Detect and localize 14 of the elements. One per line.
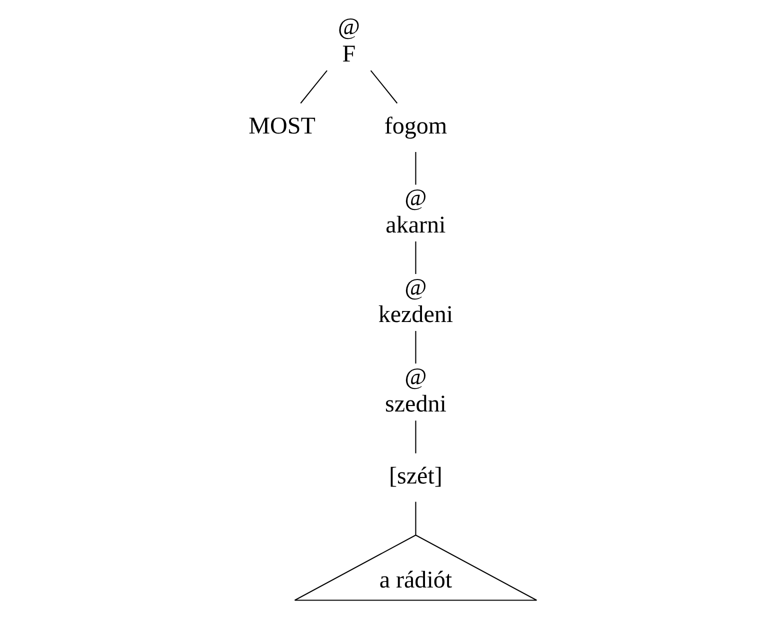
connector (415, 330, 416, 364)
connector (415, 241, 416, 274)
node-text: @ F (338, 14, 360, 68)
connector (300, 70, 328, 104)
connector (415, 152, 416, 185)
node-text: MOST (248, 113, 316, 140)
connector (415, 420, 416, 454)
node-text: @ akarni (386, 186, 446, 238)
connector (370, 70, 398, 104)
connector (415, 502, 416, 535)
node-text: @ szedni (384, 364, 446, 418)
node-text: fogom (384, 113, 448, 140)
node-text: [szét] (389, 464, 442, 490)
node-text: @ kezdeni (378, 275, 454, 328)
